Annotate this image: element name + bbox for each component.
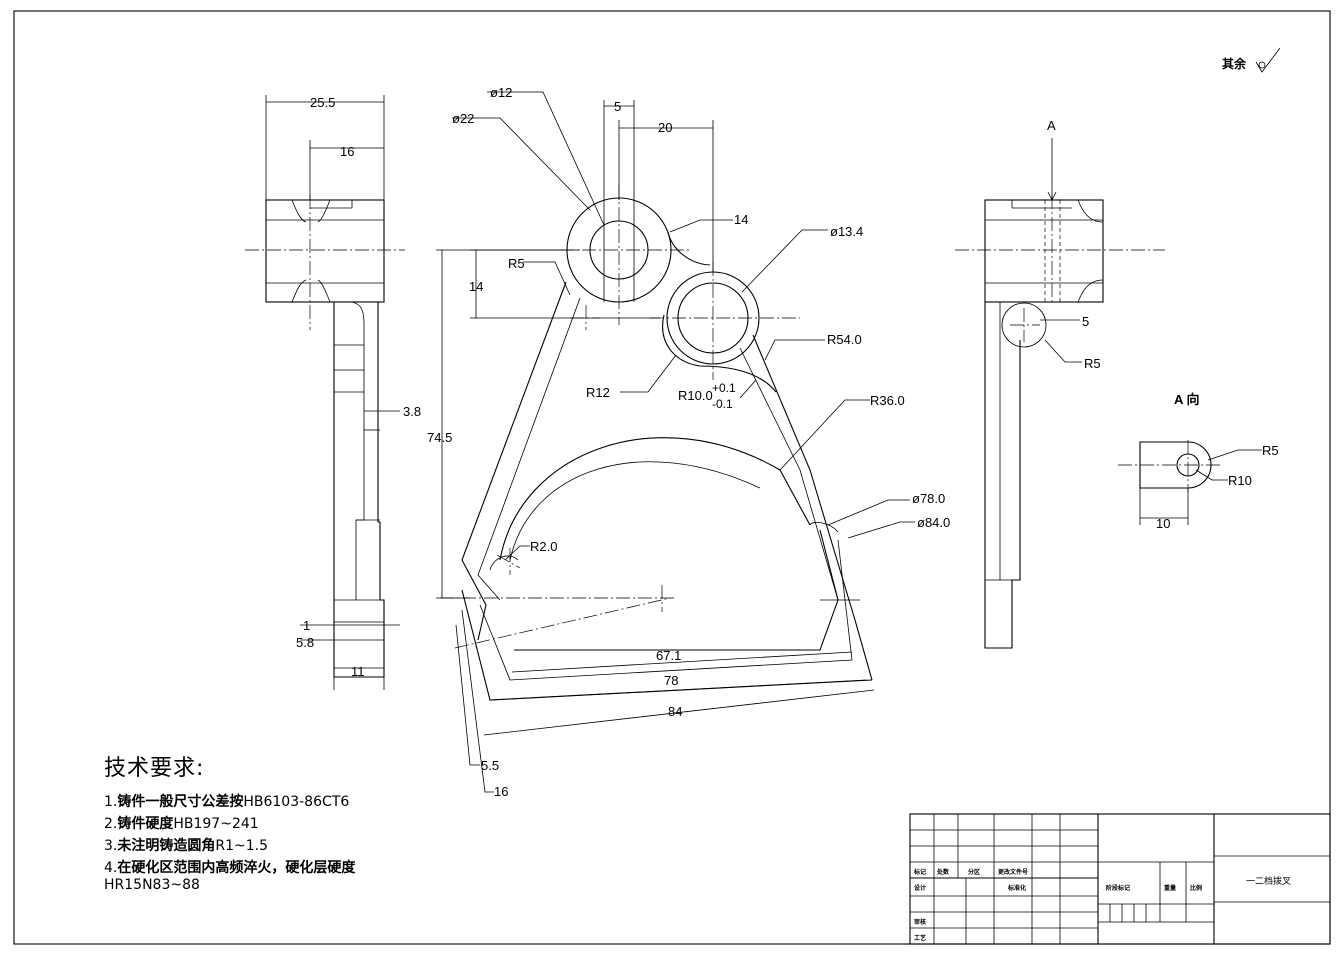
section-a-label: A [1047, 118, 1056, 133]
side-view-left [245, 195, 405, 678]
tech-req-code: R1~1.5 [215, 838, 268, 854]
front-view [440, 185, 873, 701]
surface-note-text: 其余 [1222, 56, 1247, 71]
tech-req-cn: 未注明铸造圆角 [117, 838, 216, 854]
dim-14-right: 14 [734, 212, 748, 227]
dim-5-right: 5 [1082, 314, 1089, 329]
dims-front-view: ø12 ø22 5 20 14 ø13.4 R5 14 R54.0 R12 R1… [427, 85, 950, 799]
tech-req-cn: 在硬化区范围内高频淬火，硬化层硬度 [117, 860, 356, 876]
dim-16-bottom: 16 [494, 784, 508, 799]
tech-req-cn: 铸件硬度 [117, 816, 174, 832]
dim-5-8: 5.8 [296, 635, 314, 650]
dim-r10-view: R10 [1228, 473, 1252, 488]
tech-req-num: 4. [104, 860, 118, 876]
dim-phi13-4: ø13.4 [830, 224, 863, 239]
tb-process: 工艺 [914, 934, 926, 942]
dim-84: 84 [668, 704, 682, 719]
dims-right-view: 5 R5 [1040, 314, 1101, 371]
dims-left-view: 25.5 16 3.8 1 5.8 11 [265, 95, 421, 690]
tech-req-item-4: 4.在硬化区范围内高频淬火，硬化层硬度 [104, 857, 355, 877]
dim-14-left: 14 [469, 279, 483, 294]
dim-20: 20 [658, 120, 672, 135]
dim-phi22: ø22 [452, 111, 474, 126]
dim-tol-minus: -0.1 [712, 397, 733, 411]
roughness-symbol-icon [1255, 47, 1281, 73]
tb-stage-mark: 阶段标记 [1106, 884, 1130, 892]
dim-tol-plus: +0.1 [712, 381, 736, 395]
dim-r36: R36.0 [870, 393, 905, 408]
tb-weight: 重量 [1164, 884, 1176, 892]
dim-10-view: 10 [1156, 516, 1170, 531]
tech-req-code: HB6103-86CT6 [243, 794, 350, 810]
tb-zone: 分区 [968, 868, 980, 876]
dim-r5-right: R5 [1084, 356, 1101, 371]
side-view-right: A [955, 118, 1165, 649]
dim-78: 78 [664, 673, 678, 688]
tb-count: 处数 [936, 868, 950, 876]
dim-phi12: ø12 [490, 85, 512, 100]
tech-req-item-1: 1.铸件一般尺寸公差按HB6103-86CT6 [104, 791, 349, 811]
tb-change-doc: 更改文件号 [998, 868, 1028, 876]
view-a: A 向 R5 R10 10 [1118, 392, 1279, 531]
tb-part-name: 一二档拨叉 [1246, 875, 1291, 886]
sheet-border [13, 10, 1331, 945]
dim-r5-left: R5 [508, 256, 525, 271]
dim-67-1: 67.1 [656, 648, 681, 663]
view-a-label: A 向 [1174, 392, 1200, 407]
dim-phi84: ø84.0 [917, 515, 950, 530]
dim-16-top: 16 [340, 144, 354, 159]
dim-r5-view: R5 [1262, 443, 1279, 458]
dim-r10: R10.0 [678, 388, 713, 403]
dim-r54: R54.0 [827, 332, 862, 347]
tech-req-cn: 铸件一般尺寸公差按 [117, 794, 244, 810]
dim-1: 1 [303, 618, 310, 633]
dim-5-top: 5 [614, 99, 621, 114]
dim-r12: R12 [586, 385, 610, 400]
tech-req-title: 技术要求: [104, 756, 205, 781]
tech-req-num: 3. [104, 838, 118, 854]
tech-req-item-2: 2.铸件硬度HB197~241 [104, 813, 259, 833]
tb-mark: 标记 [913, 868, 926, 876]
tech-req-last-line: HR15N83~88 [104, 877, 200, 893]
dim-11: 11 [351, 664, 365, 679]
tech-req-code: HB197~241 [173, 816, 259, 832]
tech-req-item-3: 3.未注明铸造圆角R1~1.5 [104, 835, 268, 855]
tb-scale: 比例 [1190, 884, 1202, 892]
dim-74-5: 74.5 [427, 430, 452, 445]
tb-design: 设计 [914, 884, 926, 892]
dim-r2: R2.0 [530, 539, 557, 554]
dim-25-5: 25.5 [310, 95, 335, 110]
tech-req-num: 2. [104, 816, 118, 832]
dim-5-5: 5.5 [481, 758, 499, 773]
tb-standardize: 标准化 [1007, 884, 1026, 892]
tech-req-num: 1. [104, 794, 118, 810]
dim-3-8: 3.8 [403, 404, 421, 419]
title-block: 标记 处数 分区 更改文件号 设计 标准化 审核 工艺 阶段标记 重量 比例 一… [909, 813, 1331, 945]
tb-review: 审核 [914, 918, 926, 926]
dim-phi78: ø78.0 [912, 491, 945, 506]
